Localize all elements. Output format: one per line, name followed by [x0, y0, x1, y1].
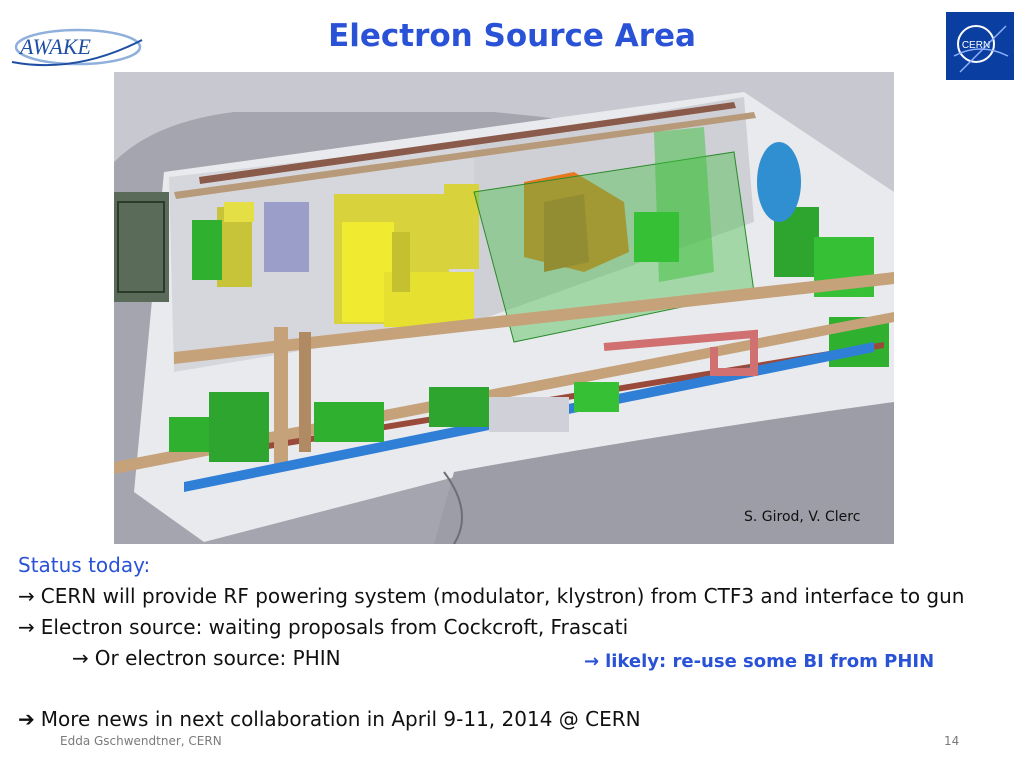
page-number: 14 — [944, 734, 960, 748]
final-line: ➔More news in next collaboration in Apri… — [18, 707, 641, 731]
awake-logo: AWAKE — [6, 10, 146, 80]
bullet-text: Electron source: waiting proposals from … — [40, 615, 629, 639]
slide-title: Electron Source Area — [328, 18, 696, 54]
arrow-right-icon: → — [18, 615, 35, 639]
bullet-line-1: →CERN will provide RF powering system (m… — [18, 584, 964, 608]
bullet-line-3: →Or electron source: PHIN — [72, 646, 341, 670]
arrow-right-icon: → — [18, 584, 35, 608]
arrow-right-icon: → — [584, 651, 600, 672]
bullet-text: Or electron source: PHIN — [94, 646, 341, 670]
bold-arrow-right-icon: ➔ — [18, 707, 35, 731]
footer-author: Edda Gschwendtner, CERN — [60, 734, 222, 748]
electron-source-cad-image — [114, 72, 894, 544]
cern-logo-graphic: CERN — [946, 12, 1014, 80]
final-line-text: More news in next collaboration in April… — [40, 707, 641, 731]
bullet-line-2: →Electron source: waiting proposals from… — [18, 615, 628, 639]
phin-note: →likely: re-use some BI from PHIN — [584, 651, 934, 672]
cern-logo-text: CERN — [962, 40, 990, 51]
arrow-right-icon: → — [72, 646, 89, 670]
awake-logo-text: AWAKE — [18, 34, 92, 59]
status-heading: Status today: — [18, 553, 151, 577]
figure-credit: S. Girod, V. Clerc — [744, 509, 861, 525]
awake-logo-graphic: AWAKE — [11, 28, 143, 67]
bullet-text: CERN will provide RF powering system (mo… — [40, 584, 965, 608]
cad-drawing — [114, 72, 894, 544]
note-text: likely: re-use some BI from PHIN — [605, 651, 935, 672]
cern-logo: CERN — [946, 12, 1014, 80]
